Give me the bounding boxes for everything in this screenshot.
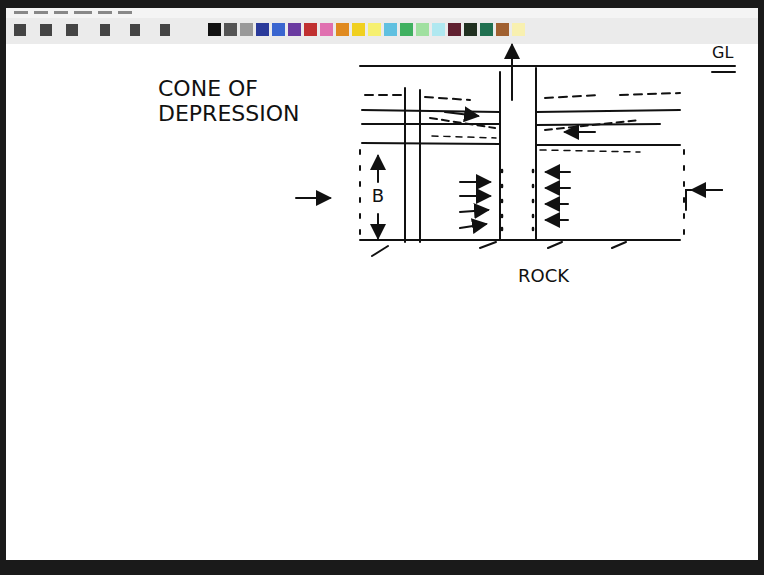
ground-level-label: GL [712,44,756,62]
stratum-label: ROCK [518,266,608,287]
annotation-text: CONE OF DEPRESSION [158,76,363,127]
dimension-label: B [370,186,386,207]
